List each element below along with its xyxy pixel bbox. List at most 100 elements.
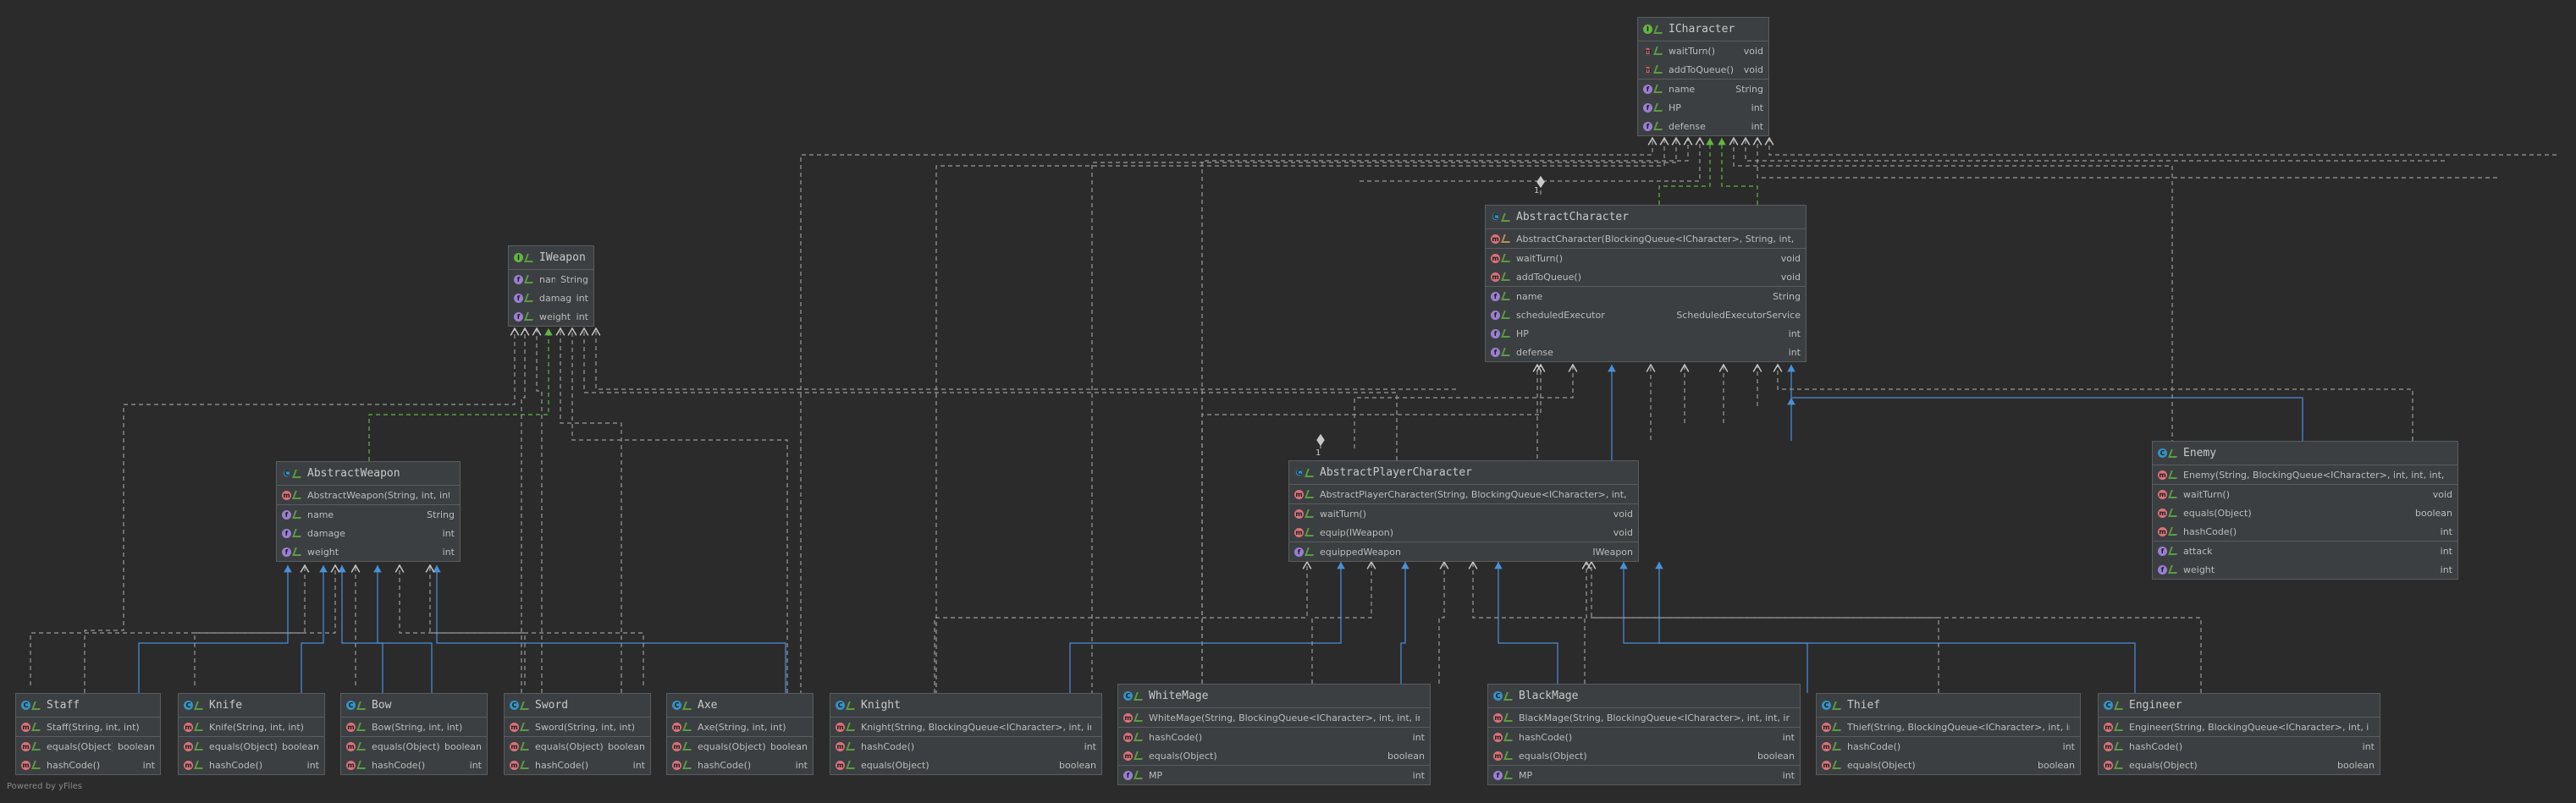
class-icon: C [346, 701, 356, 710]
class-name: Staff [47, 699, 80, 712]
public-visibility-icon [2168, 547, 2180, 555]
class-name: WhiteMage [1149, 690, 1209, 702]
member-type: boolean [770, 740, 808, 752]
abstract-class-icon: C [282, 469, 291, 478]
extends-edge-abstractweapon [301, 565, 328, 693]
method-signature: equals(Object) [2183, 507, 2252, 519]
class-iweapon[interactable]: IIWeaponfnameStringfdamageintfweightint [508, 245, 594, 327]
method-signature: hashCode() [372, 759, 426, 771]
field-icon: f [1294, 547, 1304, 557]
member-type: void [1780, 252, 1801, 264]
method-icon: m [836, 741, 845, 751]
public-visibility-icon [194, 701, 206, 710]
extends-edge-abstractweapon [433, 565, 786, 693]
method-signature: equals(Object) [1847, 759, 1916, 771]
inherit-edge-abstractcharacter [1658, 138, 1714, 205]
member-type: int [2440, 525, 2452, 537]
public-visibility-icon [1503, 733, 1515, 741]
public-visibility-icon [682, 723, 694, 731]
